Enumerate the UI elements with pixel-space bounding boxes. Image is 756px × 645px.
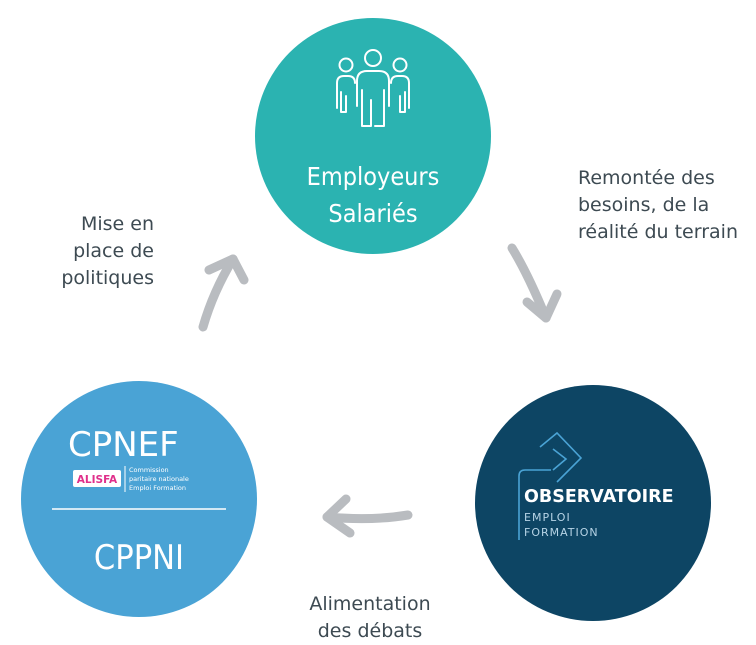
edge-label-left-to-top: Mise en place de politiques xyxy=(30,211,154,292)
cpnef-sub3: Emploi Formation xyxy=(129,484,186,492)
edge-label-line: Mise en xyxy=(80,213,154,235)
arrow-top-to-right-icon xyxy=(507,243,562,323)
chevron-shape xyxy=(539,431,583,483)
arrow-left-to-top-icon xyxy=(198,254,249,332)
edge-label-line: Alimentation xyxy=(309,593,431,615)
observatoire-emploi: EMPLOI xyxy=(524,511,571,524)
alisfa-label: ALISFA xyxy=(77,474,118,486)
employers-label: Employeurs xyxy=(307,162,440,191)
observatoire-node: OBSERVATOIRE EMPLOI FORMATION xyxy=(475,385,711,621)
cppni-title: CPPNI xyxy=(94,538,184,578)
edge-label-line: place de xyxy=(73,240,154,262)
observatoire-title: OBSERVATOIRE xyxy=(524,487,674,507)
edge-label-line: des débats xyxy=(317,620,423,642)
edge-label-line: réalité du terrain xyxy=(578,221,738,243)
edge-label-line: Remontée des xyxy=(578,167,715,189)
cppni-circle xyxy=(21,381,257,617)
cppni-node: CPNEF ALISFA Commission paritaire nation… xyxy=(21,381,257,617)
employers-employees-node: Employeurs Salariés xyxy=(255,18,491,254)
observatoire-logo: OBSERVATOIRE EMPLOI FORMATION xyxy=(518,431,674,540)
employees-label: Salariés xyxy=(328,199,417,228)
edge-label-line: politiques xyxy=(61,267,154,289)
cpnef-letters: CPNEF xyxy=(68,425,179,465)
bracket-shape xyxy=(518,469,551,540)
cpnef-sub2: paritaire nationale xyxy=(129,475,189,483)
cpnef-logo: CPNEF ALISFA Commission paritaire nation… xyxy=(68,425,189,492)
edge-label-top-to-right: Remontée des besoins, de la réalité du t… xyxy=(578,165,738,246)
employers-circle xyxy=(255,18,491,254)
arrow-right-to-left-icon xyxy=(322,494,413,538)
chevron-small-shape xyxy=(552,448,568,471)
observatoire-circle xyxy=(475,385,711,621)
people-group-icon xyxy=(336,49,410,127)
edge-label-line: besoins, de la xyxy=(578,194,710,216)
edge-label-right-to-left: Alimentation des débats xyxy=(290,591,450,645)
observatoire-formation: FORMATION xyxy=(524,526,599,539)
cpnef-sub1: Commission xyxy=(129,466,169,474)
alisfa-badge xyxy=(73,470,121,487)
